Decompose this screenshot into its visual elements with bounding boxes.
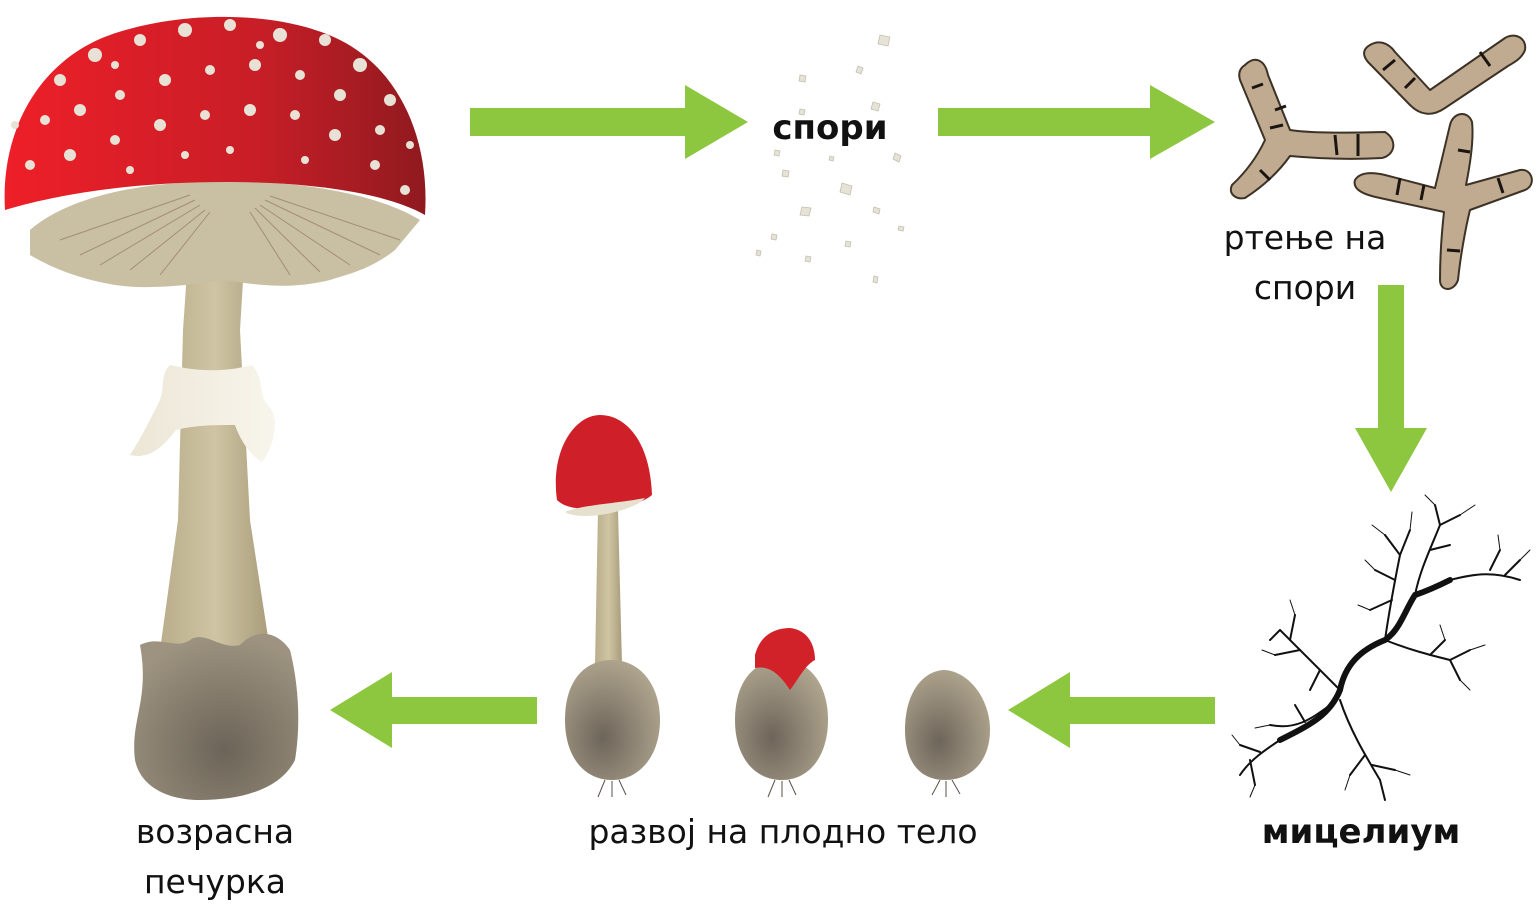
adult-mushroom-label-line1: возрасна bbox=[135, 812, 295, 851]
hypha-septa bbox=[1251, 51, 1505, 253]
fruiting-body-stage-3 bbox=[555, 415, 660, 798]
mycelium-illustration bbox=[1231, 494, 1531, 801]
adult-mushroom-gills bbox=[30, 181, 420, 288]
arrow-spores-to-germination bbox=[938, 85, 1215, 159]
cap-warts bbox=[11, 19, 414, 195]
mycelium-main-strand bbox=[1277, 577, 1453, 743]
arrow-mycelium-to-fruiting-body bbox=[1008, 672, 1215, 748]
germinating-spores-illustration bbox=[1229, 34, 1533, 290]
mycelium-label: мицелиум bbox=[1261, 812, 1461, 852]
cycle-arrows bbox=[330, 85, 1427, 748]
hypha-2 bbox=[1363, 34, 1527, 115]
adult-mushroom-cap bbox=[4, 16, 426, 215]
arrow-fruiting-body-to-adult bbox=[330, 672, 537, 748]
adult-mushroom-ring bbox=[130, 365, 275, 462]
adult-mushroom-volva bbox=[134, 633, 299, 800]
adult-mushroom-label-line2: печурка bbox=[143, 862, 286, 901]
gill-lines bbox=[59, 194, 401, 276]
fruiting-body-stage-2 bbox=[735, 628, 828, 798]
fruiting-body-stage-1 bbox=[905, 670, 990, 797]
arrow-adult-to-spores bbox=[470, 85, 748, 159]
germination-label-line1: ртење на bbox=[1223, 218, 1387, 257]
spores-illustration bbox=[755, 34, 905, 284]
germination-label-line2: спори bbox=[1253, 268, 1357, 307]
adult-mushroom-illustration bbox=[4, 16, 426, 800]
fruiting-body-development-label: развој на плодно тело bbox=[588, 812, 978, 851]
arrow-germination-to-mycelium bbox=[1355, 285, 1427, 492]
hypha-3 bbox=[1353, 113, 1533, 290]
spores-label: спори bbox=[772, 108, 888, 148]
hypha-1 bbox=[1229, 58, 1395, 200]
